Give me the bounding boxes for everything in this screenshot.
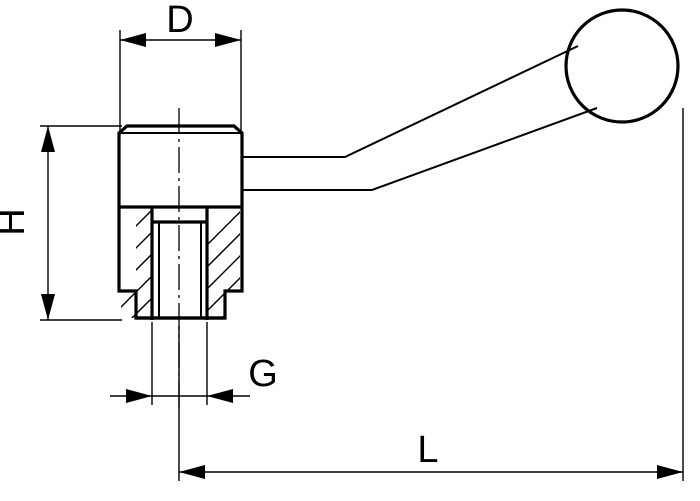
ball-knob: [564, 8, 680, 124]
dim-label-h: H: [0, 208, 33, 235]
arrow-h-bottom: [41, 294, 55, 320]
arrow-d-right: [215, 33, 241, 47]
bushing-body-profile: [117, 124, 244, 320]
extension-lines: [40, 30, 684, 481]
arrow-g-right: [207, 389, 233, 403]
arrow-d-left: [120, 33, 146, 47]
dimension-g: G: [110, 353, 278, 403]
dimension-h: H: [0, 126, 55, 320]
dim-label-d: D: [166, 0, 193, 41]
section-hatch: [121, 208, 240, 318]
arrow-h-top: [41, 126, 55, 152]
dim-label-g: G: [248, 353, 278, 395]
dimension-d: D: [120, 0, 241, 47]
lever-arm: [243, 45, 598, 191]
threaded-bore: [150, 207, 209, 320]
lever-arm-top-edge: [243, 45, 579, 158]
arrow-l-left: [179, 465, 205, 479]
lever-arm-bottom-edge: [243, 107, 598, 191]
arrow-l-right: [657, 465, 683, 479]
arrow-g-left: [126, 389, 152, 403]
dimension-l: L: [179, 429, 683, 479]
dim-label-l: L: [417, 429, 438, 471]
